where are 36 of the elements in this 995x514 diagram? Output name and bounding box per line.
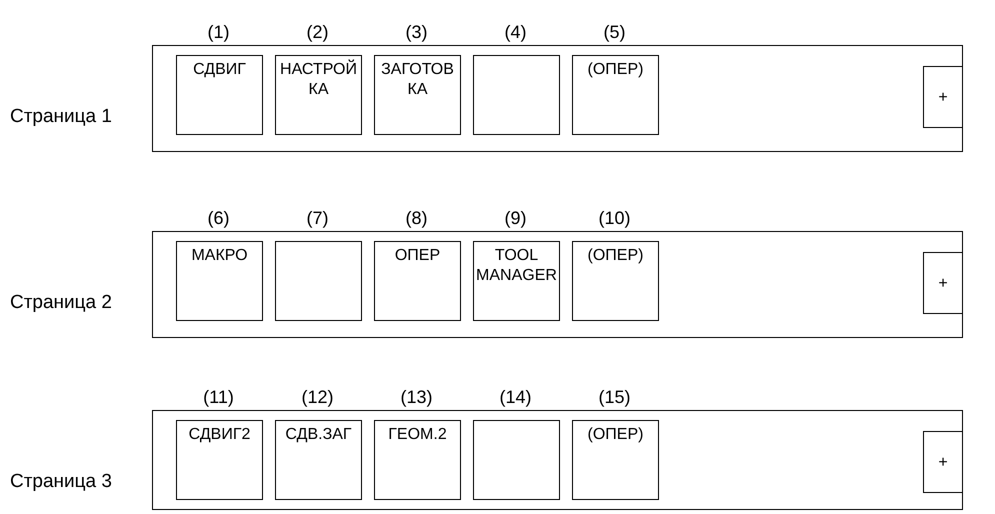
key-number: (3) bbox=[404, 22, 428, 43]
page-label: Страница 3 bbox=[10, 471, 112, 493]
softkey: МАКРО bbox=[176, 241, 263, 321]
blank-softkey bbox=[473, 55, 560, 135]
softkey: СДВИГ2 bbox=[176, 420, 263, 500]
key-number: (11) bbox=[202, 387, 235, 408]
blank-softkey bbox=[275, 241, 362, 321]
key-number: (9) bbox=[504, 208, 528, 229]
key-number: (15) bbox=[597, 387, 632, 408]
key-number: (5) bbox=[602, 22, 626, 43]
key-number: (7) bbox=[306, 208, 330, 229]
softkey: TOOL MANAGER bbox=[473, 241, 560, 321]
page-label: Страница 2 bbox=[10, 292, 112, 314]
key-number: (2) bbox=[306, 22, 330, 43]
key-number: (1) bbox=[206, 22, 230, 43]
softkey: ОПЕР bbox=[374, 241, 461, 321]
key-number: (8) bbox=[404, 208, 428, 229]
key-number: (10) bbox=[597, 208, 632, 229]
softkey: + bbox=[923, 66, 963, 128]
key-number: (6) bbox=[206, 208, 230, 229]
softkey: (ОПЕР) bbox=[572, 55, 659, 135]
softkey: + bbox=[923, 431, 963, 493]
key-number: (13) bbox=[399, 387, 434, 408]
softkey: ГЕОМ.2 bbox=[374, 420, 461, 500]
softkey: (ОПЕР) bbox=[572, 241, 659, 321]
softkey: НАСТРОЙ КА bbox=[275, 55, 362, 135]
softkey: СДВИГ bbox=[176, 55, 263, 135]
key-number: (14) bbox=[498, 387, 532, 408]
softkey: ЗАГОТОВ КА bbox=[374, 55, 461, 135]
blank-softkey bbox=[473, 420, 560, 500]
softkey: + bbox=[923, 252, 963, 314]
key-number: (4) bbox=[504, 22, 528, 43]
key-number: (12) bbox=[300, 387, 334, 408]
softkey: (ОПЕР) bbox=[572, 420, 659, 500]
page-label: Страница 1 bbox=[10, 106, 112, 128]
softkey: СДВ.ЗАГ bbox=[275, 420, 362, 500]
